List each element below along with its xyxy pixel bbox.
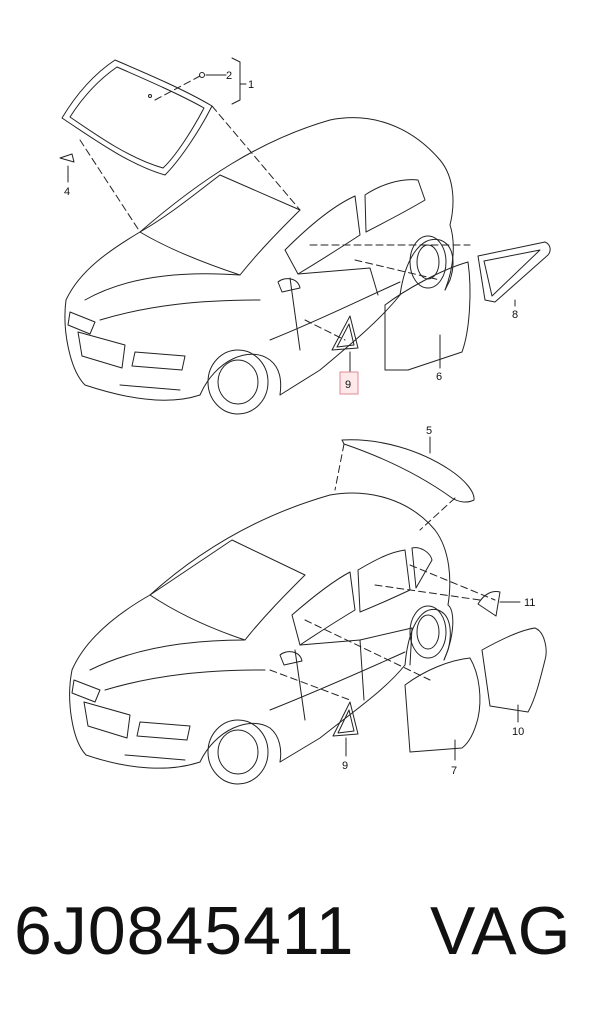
leader-lines-bottom xyxy=(269,443,496,701)
part-2-grommet xyxy=(199,72,205,78)
callout-11: 11 xyxy=(524,597,535,609)
leader-lines-top xyxy=(79,75,471,341)
top-car-body xyxy=(64,117,454,415)
brand-label: VAG xyxy=(430,893,572,969)
quarter-window-8 xyxy=(477,241,551,307)
part-number: 6J0845411 xyxy=(14,893,355,969)
triangle-glass-9-top xyxy=(331,315,359,373)
callout-10: 10 xyxy=(512,726,524,738)
highlighted-callout-box xyxy=(339,371,359,395)
part-4-clip xyxy=(59,153,75,163)
rear-window-5 xyxy=(341,436,475,503)
callout-8: 8 xyxy=(512,309,518,321)
callout-9-top: 9 xyxy=(345,379,351,391)
callout-1: 1 xyxy=(248,79,254,91)
triangle-glass-11 xyxy=(477,591,521,617)
bottom-car-body xyxy=(69,492,454,785)
callout-9-bottom: 9 xyxy=(342,760,348,772)
callout-4: 4 xyxy=(64,186,70,198)
callout-5: 5 xyxy=(426,425,432,437)
door-glass-6 xyxy=(384,261,471,371)
callout-7: 7 xyxy=(451,765,457,777)
callout-6: 6 xyxy=(436,371,442,383)
parts-diagram: 2 1 4 8 6 9 5 11 10 7 9 xyxy=(59,57,551,785)
triangle-glass-9-bottom xyxy=(332,701,359,757)
windshield-part xyxy=(61,59,213,176)
front-door-glass-7 xyxy=(404,657,481,761)
rear-door-glass-10 xyxy=(481,627,547,723)
callout-2: 2 xyxy=(226,70,232,82)
